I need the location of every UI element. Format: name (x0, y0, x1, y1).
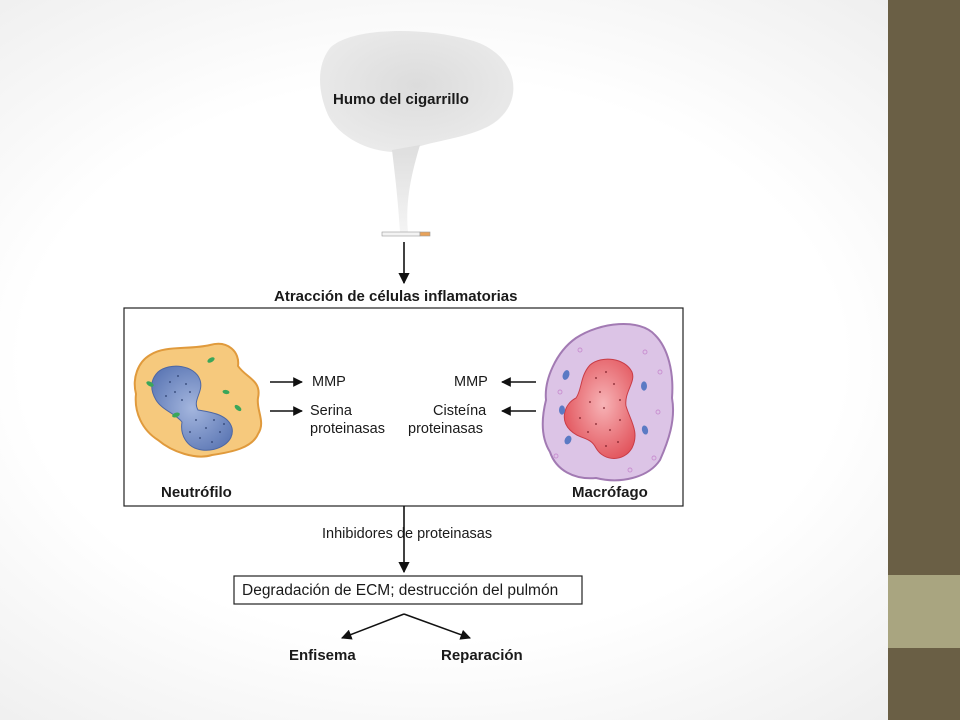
neutrophil-cell-icon (133, 342, 263, 458)
sidebar-block-accent (888, 575, 960, 648)
smoke-cloud-icon (320, 30, 514, 232)
cigarette-icon (381, 231, 431, 237)
copd-pathogenesis-diagram (123, 30, 684, 640)
outcome-reparacion: Reparación (441, 647, 523, 664)
neutrophil-mmp-label: MMP (312, 374, 346, 390)
attraction-label: Atracción de células inflamatorias (274, 288, 518, 305)
neutrophil-label: Neutrófilo (161, 484, 232, 501)
degradation-label: Degradación de ECM; destrucción del pulm… (242, 582, 559, 599)
inhibitors-label: Inhibidores de proteinasas (322, 526, 493, 542)
neutrophil-serine-label-line2: proteinasas (310, 421, 385, 437)
neutrophil-serine-label-line1: Serina (310, 403, 352, 419)
degradation-box (233, 575, 583, 605)
macrophage-cysteine-label-line1: Cisteína (433, 403, 487, 419)
macrophage-label: Macrófago (572, 484, 648, 501)
macrophage-mmp-label: MMP (454, 374, 488, 390)
arrow-to-enfisema (341, 613, 405, 640)
smoke-label: Humo del cigarrillo (333, 91, 469, 108)
macrophage-cell-icon (541, 323, 675, 482)
sidebar-block-top (888, 0, 960, 575)
sidebar-block-bottom (888, 648, 960, 720)
macrophage-cysteine-label-line2: proteinasas (408, 421, 483, 437)
outcome-enfisema: Enfisema (289, 647, 356, 664)
arrow-to-reparacion (403, 613, 471, 640)
